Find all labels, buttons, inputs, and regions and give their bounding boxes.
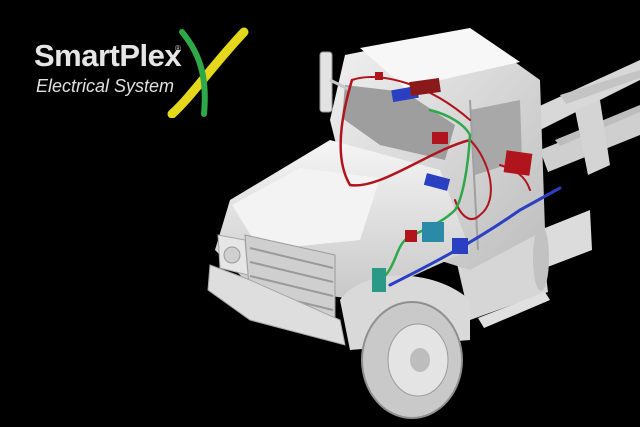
logo-swoosh-icon bbox=[167, 27, 249, 118]
logo-registered-mark: ® bbox=[175, 44, 181, 53]
front-bumper bbox=[207, 264, 346, 346]
logo-brand: SmartPlex bbox=[34, 38, 182, 73]
logo-subtitle: Electrical System bbox=[36, 76, 175, 96]
chassis-frame bbox=[520, 60, 640, 268]
smartplex-logo: SmartPlex ® Electrical System bbox=[30, 27, 250, 120]
headlight bbox=[217, 234, 249, 276]
front-wheel bbox=[361, 301, 463, 419]
